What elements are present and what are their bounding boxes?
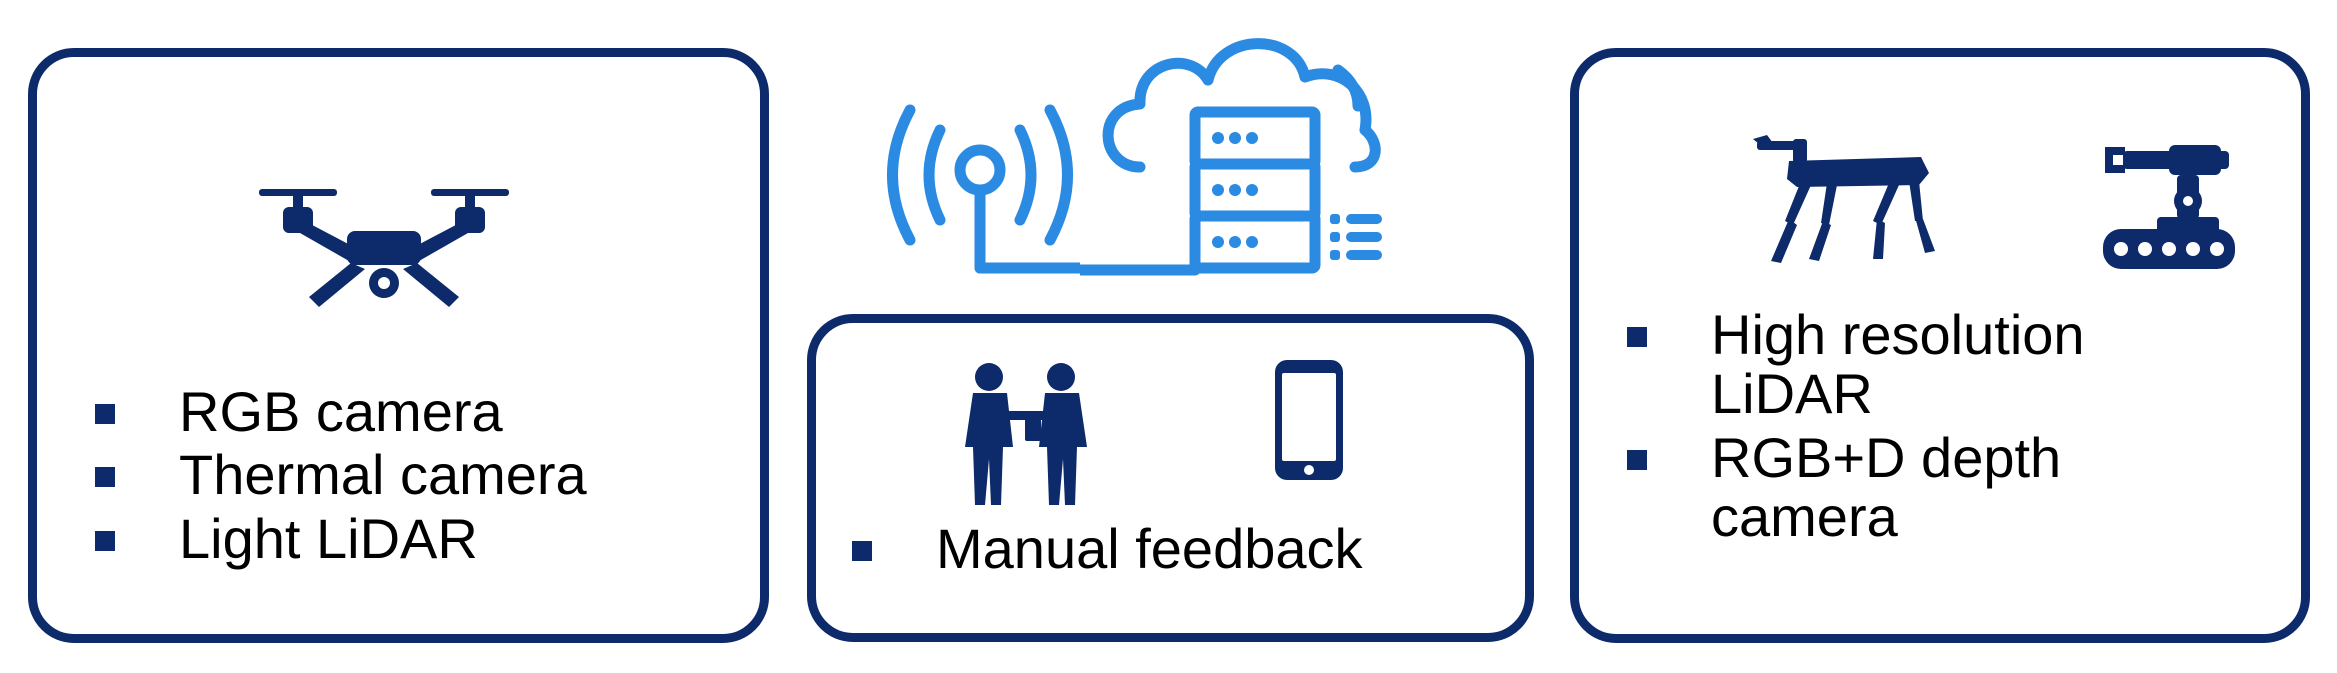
drone-icon xyxy=(259,189,509,307)
list-item: Manual feedback xyxy=(852,519,1363,578)
tracked-robot-arm-icon xyxy=(2103,145,2235,269)
drone-sensor-list: RGB camera Thermal camera Light LiDAR xyxy=(95,382,587,572)
list-item: High resolution LiDAR xyxy=(1627,305,2187,424)
smartphone-icon xyxy=(1275,360,1343,480)
list-item: RGB camera xyxy=(95,382,587,441)
wireless-antenna-icon xyxy=(887,104,1080,274)
sensor-panel-manual: Manual feedback xyxy=(807,314,1534,642)
robot-dog-icon xyxy=(1753,135,1935,263)
list-item: Thermal camera xyxy=(95,445,587,505)
list-item: Light LiDAR xyxy=(95,508,587,568)
sensor-panel-drone: RGB camera Thermal camera Light LiDAR xyxy=(28,48,769,643)
workers-icon xyxy=(965,363,1087,505)
robot-sensor-list: High resolution LiDAR RGB+D depth camera xyxy=(1627,305,2187,550)
sensor-panel-robots: High resolution LiDAR RGB+D depth camera xyxy=(1570,48,2310,643)
list-item: RGB+D depth camera xyxy=(1627,428,2187,547)
manual-feedback-list: Manual feedback xyxy=(852,519,1363,582)
cloud-server-icon xyxy=(1080,38,1382,276)
